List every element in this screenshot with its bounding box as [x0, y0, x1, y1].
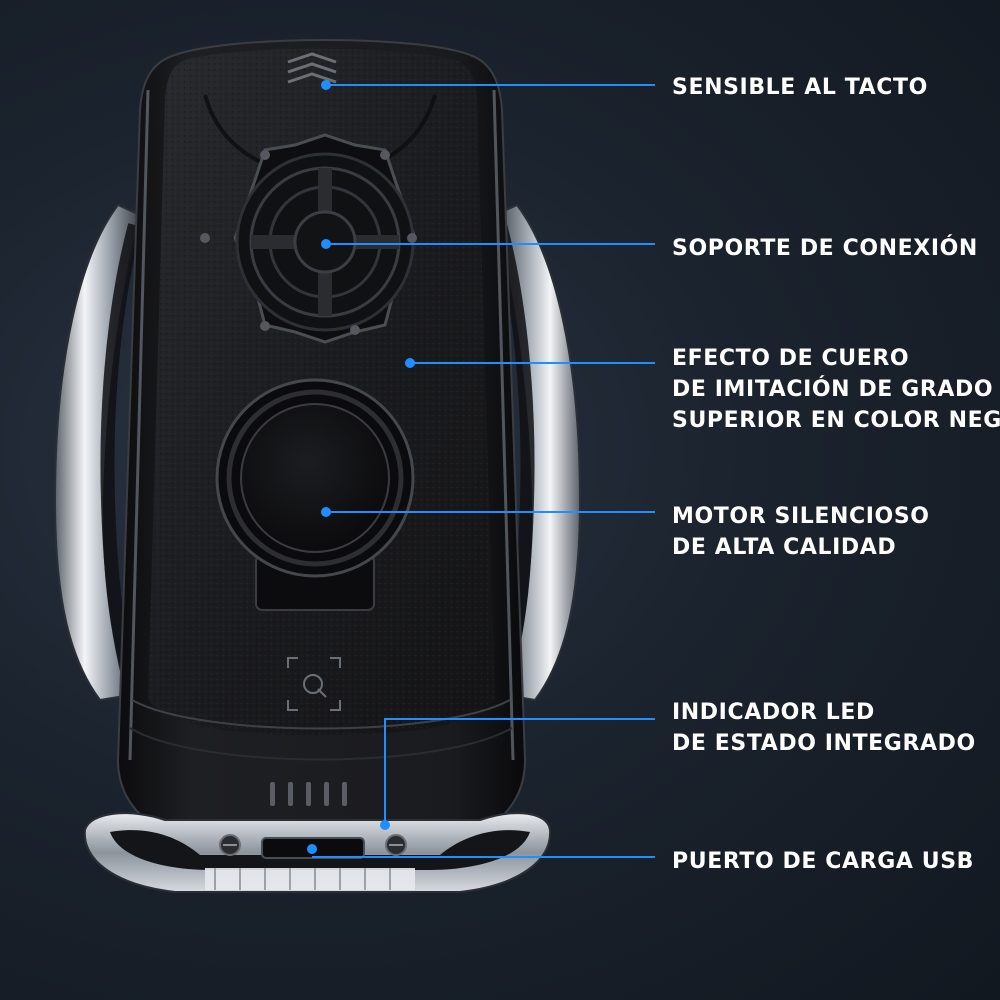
leader-dot-motor [321, 507, 331, 517]
leader-dot-usb [307, 844, 317, 854]
callout-led-line-2: DE ESTADO INTEGRADO [672, 731, 976, 756]
callout-motor: MOTOR SILENCIOSO DE ALTA CALIDAD [672, 501, 930, 563]
callout-touch-line-1: SENSIBLE AL TACTO [672, 75, 928, 100]
callout-leather: EFECTO DE CUERO DE IMITACIÓN DE GRADO SU… [672, 343, 1000, 436]
callout-motor-line-1: MOTOR SILENCIOSO [672, 504, 930, 529]
leader-dot-touch [321, 80, 331, 90]
scan-icon [287, 657, 341, 711]
leader-line-led [384, 718, 655, 825]
leader-dot-mount [321, 239, 331, 249]
callout-mount: SOPORTE DE CONEXIÓN [672, 233, 978, 264]
callout-mount-line-1: SOPORTE DE CONEXIÓN [672, 236, 978, 261]
leader-lines [312, 84, 655, 858]
callout-led: INDICADOR LED DE ESTADO INTEGRADO [672, 697, 976, 759]
leader-dots [307, 80, 415, 854]
callout-leather-line-3: SUPERIOR EN COLOR NEGRO [672, 408, 1000, 433]
motor-disc [215, 378, 415, 611]
callout-leather-line-2: DE IMITACIÓN DE GRADO [672, 377, 994, 402]
leader-dot-led [380, 820, 390, 830]
callout-led-line-1: INDICADOR LED [672, 700, 875, 725]
callout-touch: SENSIBLE AL TACTO [672, 72, 928, 103]
connection-mount [200, 133, 417, 344]
callout-usb: PUERTO DE CARGA USB [672, 846, 974, 877]
callout-leather-line-1: EFECTO DE CUERO [672, 346, 910, 371]
leader-dot-leather [405, 358, 415, 368]
callout-usb-line-1: PUERTO DE CARGA USB [672, 849, 975, 874]
touch-sensor-chevrons-icon [287, 52, 337, 84]
callout-motor-line-2: DE ALTA CALIDAD [672, 535, 897, 560]
vent-slots [270, 782, 347, 806]
